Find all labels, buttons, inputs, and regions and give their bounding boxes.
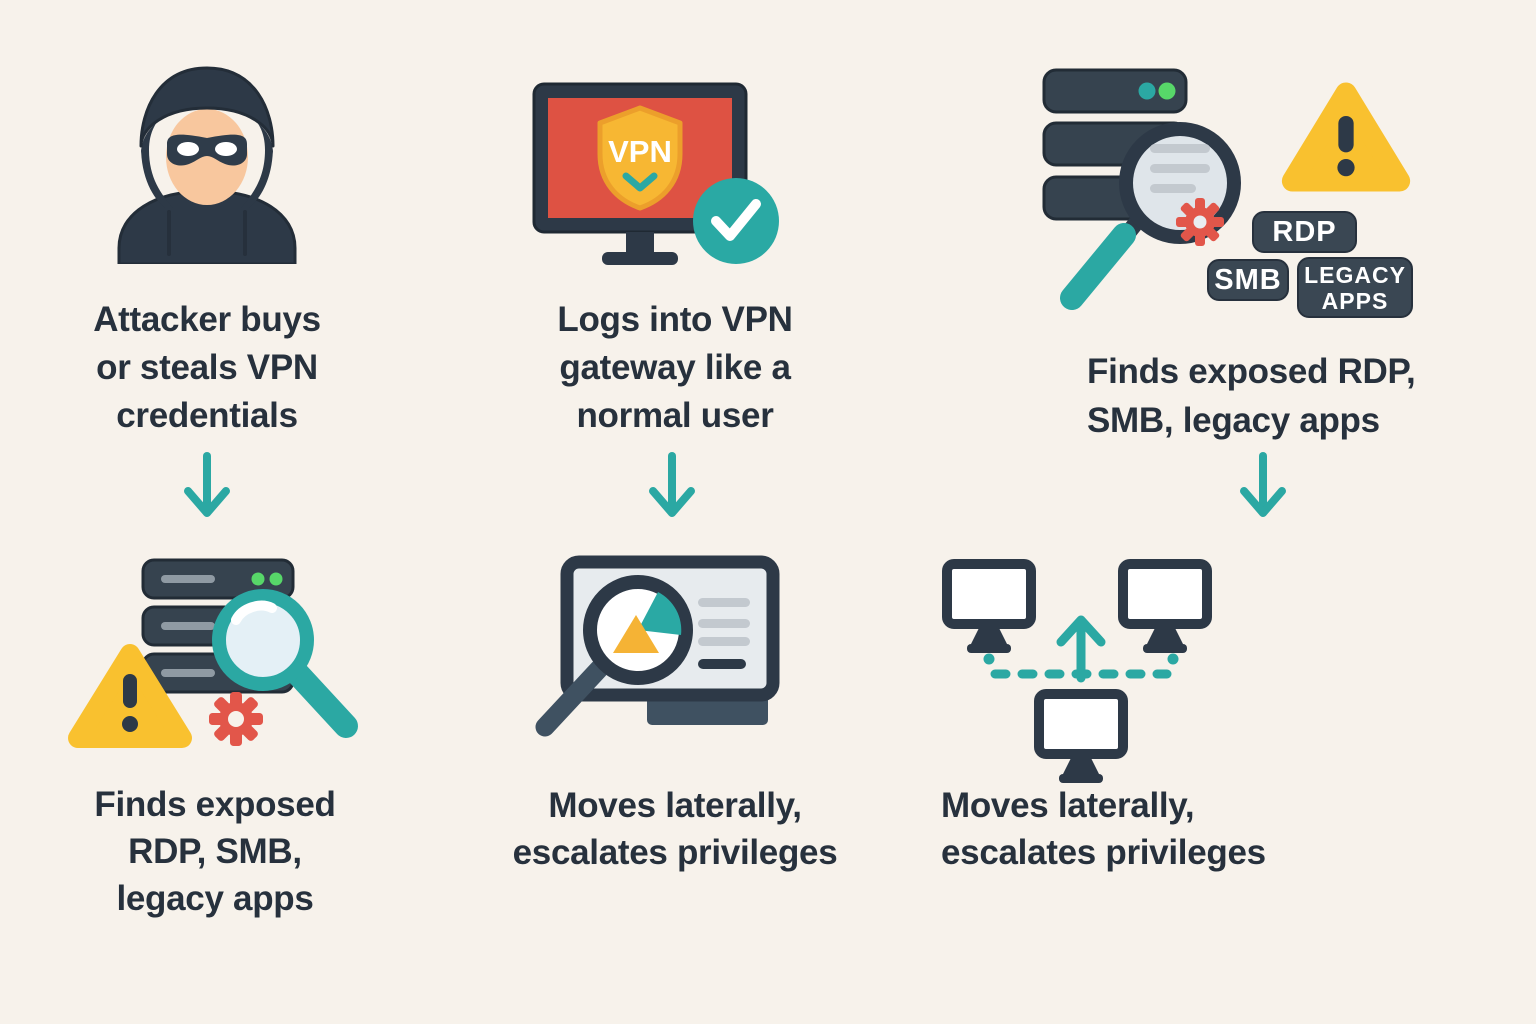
server-scan-warning-icon <box>1042 68 1241 310</box>
magnifier-icon <box>212 589 358 738</box>
monitor-stand-neck <box>626 232 654 254</box>
gear-icon <box>209 692 263 746</box>
caption-line: legacy apps <box>116 879 314 918</box>
server-scan-warning-gear-icon <box>68 558 358 748</box>
smb-badge-label: SMB <box>1214 263 1282 296</box>
caption-line: Logs into VPN <box>557 300 793 339</box>
step-5-caption: Moves laterally, escalates privileges <box>465 782 885 876</box>
caption-line: gateway like a <box>559 348 791 387</box>
attacker-face <box>166 109 248 205</box>
caption-line: Moves laterally, <box>941 786 1195 825</box>
rdp-badge-label: RDP <box>1272 215 1337 248</box>
smb-badge: SMB <box>1207 259 1289 301</box>
status-dot-teal <box>1138 82 1156 100</box>
up-arrow-icon <box>1056 615 1106 683</box>
step-6-caption: Moves laterally, escalates privileges <box>941 782 1361 876</box>
pie-wedge <box>638 592 682 635</box>
magnifier-icon <box>535 575 693 737</box>
rdp-badge: RDP <box>1252 211 1357 253</box>
vpn-shield-label: VPN <box>608 134 672 169</box>
warning-triangle-icon <box>1281 82 1411 192</box>
vpn-shield-icon: VPN <box>597 105 683 211</box>
caption-line: SMB, legacy apps <box>1087 401 1380 440</box>
computer-icon <box>1034 689 1128 783</box>
status-dot-green <box>1158 82 1176 100</box>
down-arrow-icon <box>649 452 695 517</box>
down-arrow-icon <box>184 452 230 517</box>
step-3-caption: Finds exposed RDP, SMB, legacy apps <box>1087 347 1487 445</box>
vpn-monitor-check-icon: VPN <box>532 82 779 265</box>
caption-line: Finds exposed <box>94 785 336 824</box>
caption-line: or steals VPN <box>96 348 318 387</box>
caption-line: escalates privileges <box>512 833 838 872</box>
attacker-eye-left <box>177 142 199 156</box>
legacy-apps-badge: LEGACY APPS <box>1297 257 1413 318</box>
caption-line: normal user <box>576 396 774 435</box>
step-2-caption: Logs into VPN gateway like a normal user <box>505 296 845 440</box>
down-arrow-icon <box>1240 452 1286 517</box>
monitor-stand-base <box>602 252 678 265</box>
caption-line: Finds exposed RDP, <box>1087 352 1416 391</box>
attacker-icon <box>117 66 297 264</box>
monitor-base <box>647 695 768 725</box>
check-badge-icon <box>693 178 779 264</box>
legacy-apps-badge-line2: APPS <box>1321 287 1389 314</box>
network-computers-icon <box>942 559 1212 783</box>
caption-line: Attacker buys <box>93 300 321 339</box>
attacker-hood <box>141 68 273 208</box>
computer-icon <box>1118 559 1212 653</box>
caption-line: escalates privileges <box>941 833 1266 872</box>
step-1-caption: Attacker buys or steals VPN credentials <box>37 296 377 440</box>
caption-line: RDP, SMB, <box>128 832 302 871</box>
status-dot-green <box>269 572 283 586</box>
warning-triangle-icon <box>68 644 192 748</box>
status-dot-green <box>251 572 265 586</box>
gear-icon <box>1176 198 1224 246</box>
legacy-apps-badge-line1: LEGACY <box>1304 261 1406 288</box>
chart-triangle <box>613 615 659 653</box>
caption-line: credentials <box>116 396 298 435</box>
step-4-caption: Finds exposed RDP, SMB, legacy apps <box>45 781 385 922</box>
magnifier-icon <box>1060 122 1241 310</box>
monitor-magnifier-chart-icon <box>535 555 780 737</box>
caption-line: Moves laterally, <box>548 786 802 825</box>
computer-icon <box>942 559 1036 653</box>
attacker-eye-right <box>215 142 237 156</box>
